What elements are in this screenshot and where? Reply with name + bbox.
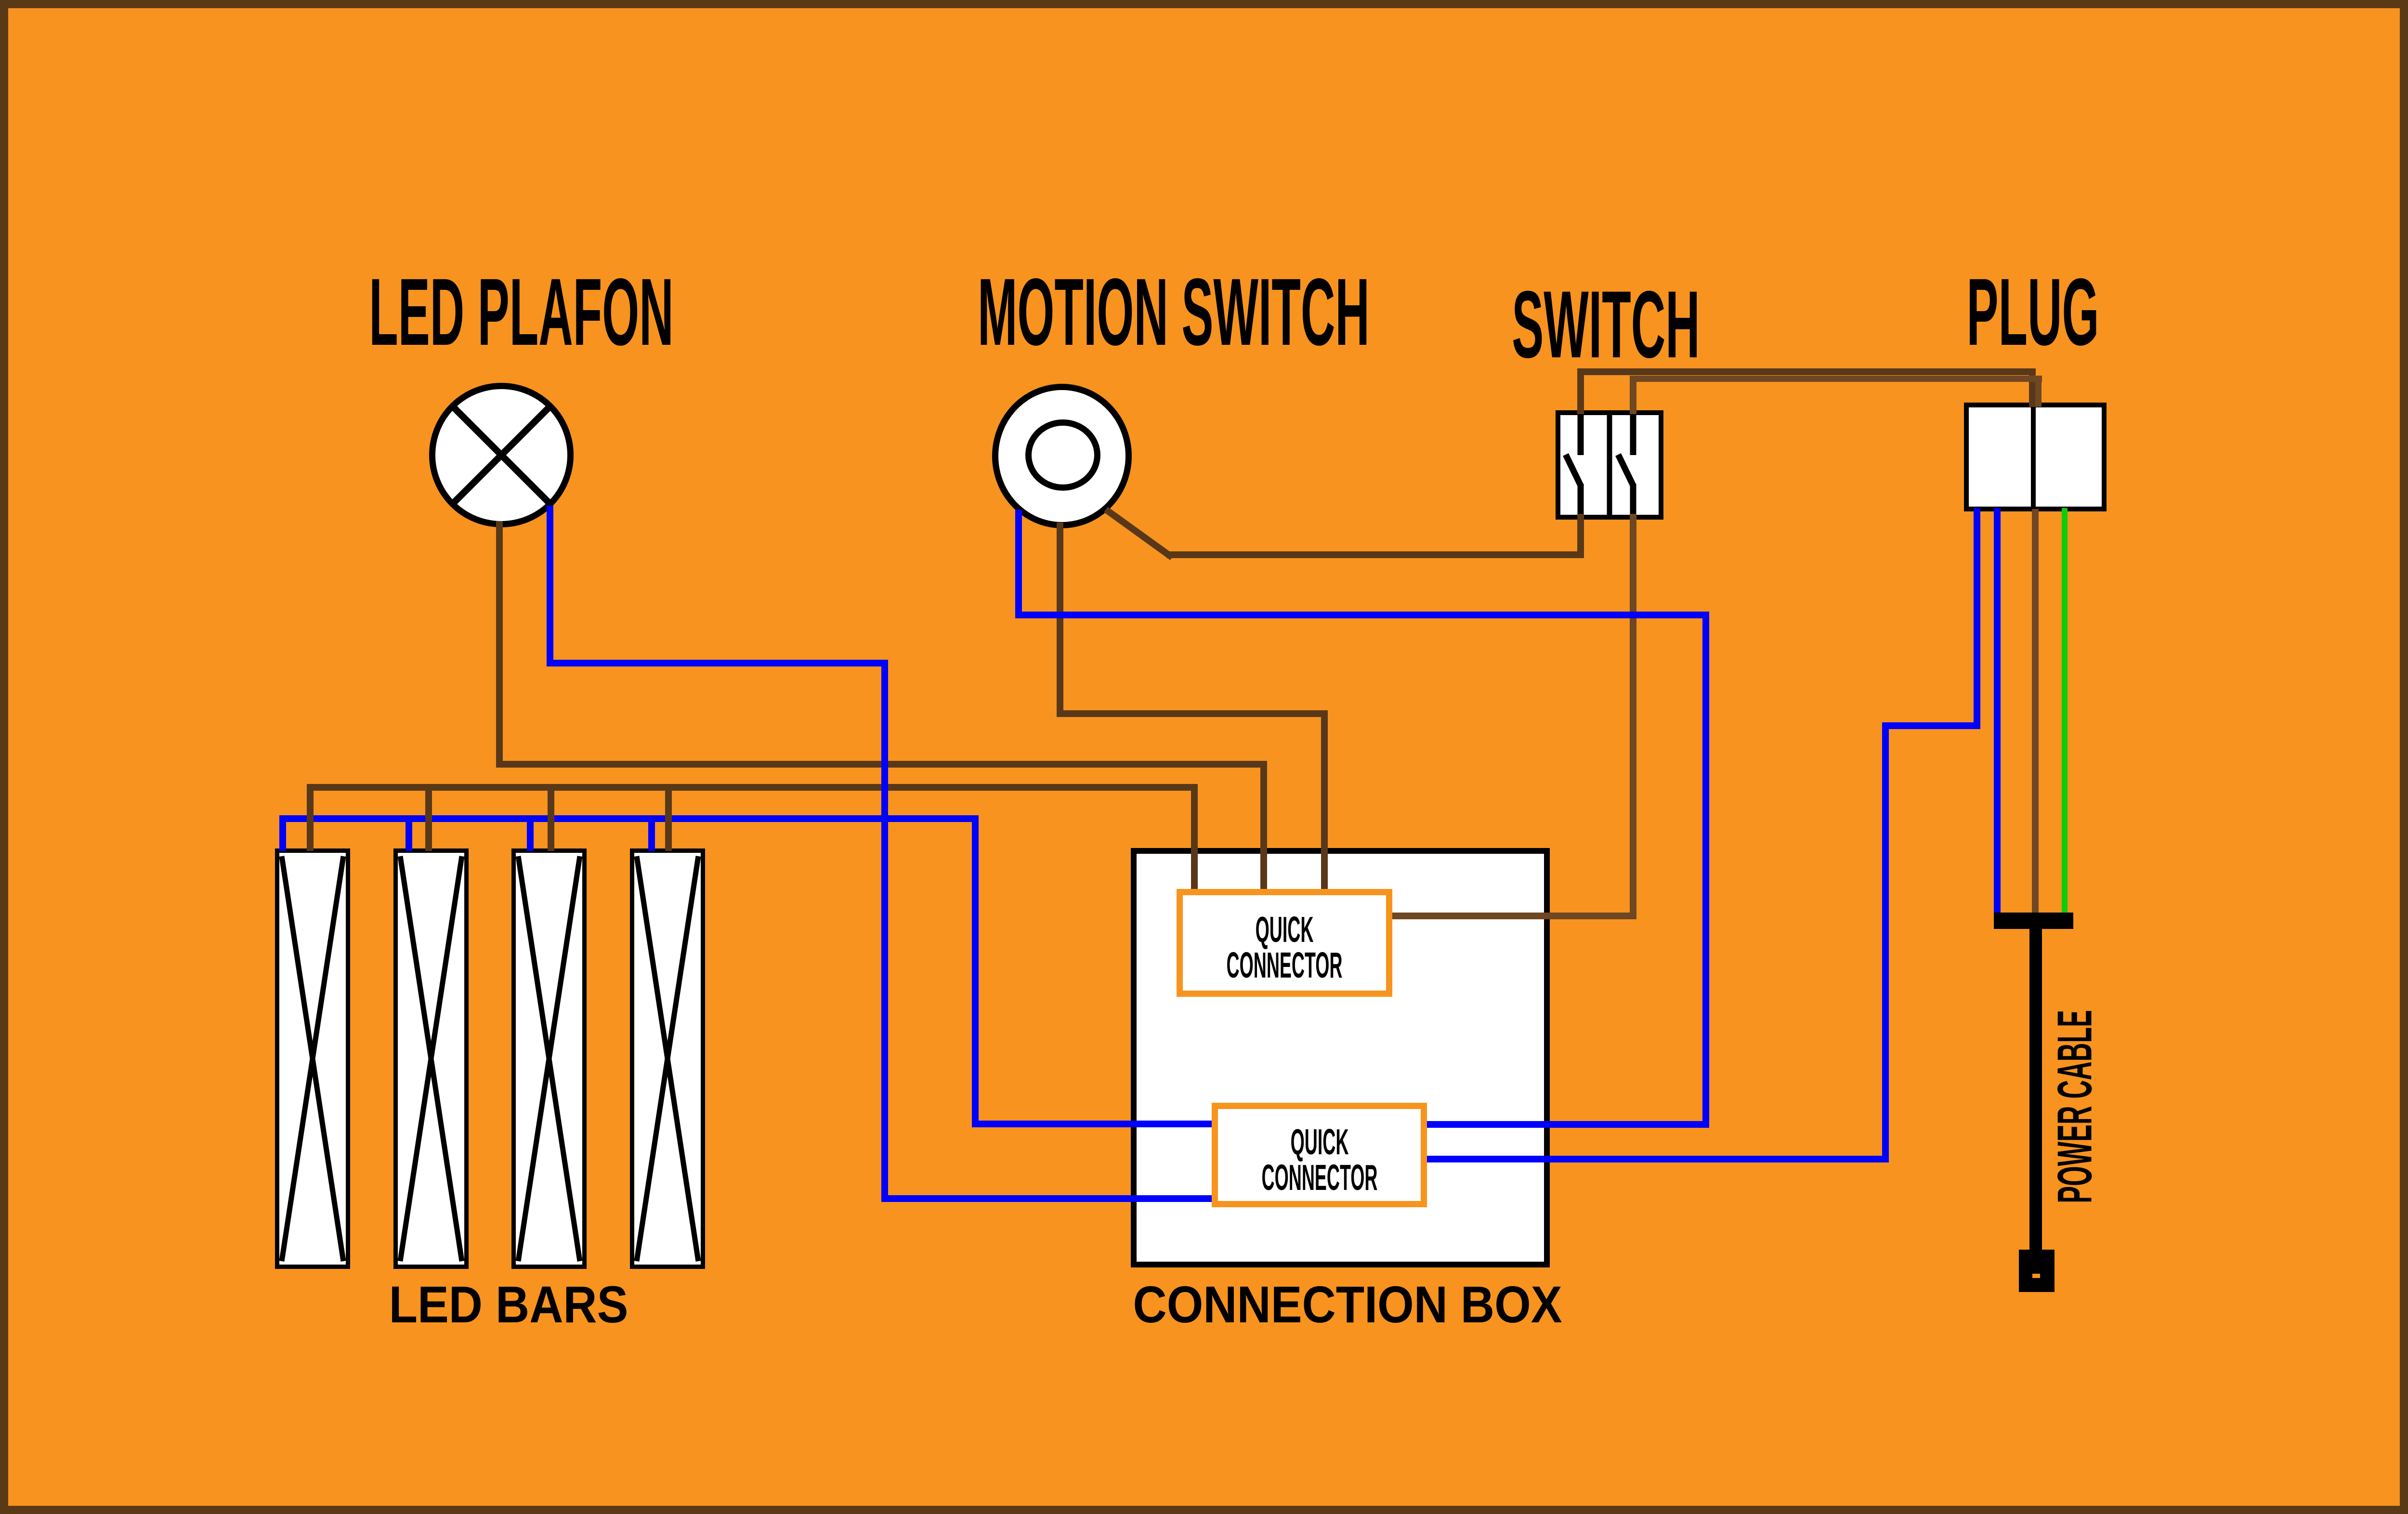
wire-switch-to-motion-across [1166,551,1584,558]
wire-bars-blue-into-qc2 [972,1121,1222,1127]
led-bar-3-x-icon [515,856,583,1262]
connection-box-label: CONNECTION BOX [1133,1275,1562,1333]
wire-plug-top-entry-dark [2029,368,2035,407]
wire-bar2-brown-stub [425,784,432,851]
wire-switch-top-left-stub [1577,368,1584,414]
wire-plafon-blue-across [547,660,888,666]
power-cable-label: POWER CABLE [2048,1010,2102,1203]
wire-bar1-brown-stub [307,784,314,851]
wire-plafon-blue-down [547,506,553,666]
wire-bar2-blue-stub [406,815,412,851]
wire-powercable-green [2062,508,2068,916]
wire-plug-to-switch-light [1630,376,2042,382]
wire-switch-to-qc1-across [1386,913,1636,919]
plug-divider [2031,403,2036,511]
wire-plug-top-entry-light [2035,376,2042,407]
wire-bar3-brown-stub [548,784,554,851]
wire-powercable-brown [2032,509,2039,916]
wire-bar3-blue-stub [527,815,534,851]
wire-plug-blue-into-qc2 [1424,1156,1889,1162]
wire-plafon-brown-down [496,521,503,768]
power-cable-clamp [1994,913,2073,929]
wire-plug-blue-down2 [1882,722,1889,1162]
led-bar-2-x-icon [397,856,465,1262]
wire-motion-brown-across [1057,710,1328,717]
wire-plafon-blue-down2 [881,660,888,1202]
wire-powercable-blue [1994,508,2001,916]
power-cable-end [2019,1250,2055,1292]
wire-motion-brown-down [1057,522,1063,717]
switch-title: SWITCH [1511,271,1700,378]
power-cable-end-notch [2032,1274,2040,1278]
led-bar-4-x-icon [634,856,701,1262]
wire-bars-brown-to-qc1 [1191,784,1198,895]
wire-bar4-brown-stub [665,784,672,851]
plug-title: PLUG [1966,259,2099,365]
wire-plug-blue-jog [1882,722,1980,729]
power-cable-sheath [2029,927,2042,1252]
motion-switch-inner-circle-icon [1025,419,1100,491]
wire-plug-to-switch-dark [1577,368,2036,375]
led-bars-label: LED BARS [389,1275,628,1333]
wire-switch-top-right-stub [1630,376,1636,414]
led-bar-4 [630,848,705,1269]
wire-bars-blue-down [972,815,979,1127]
wire-switch-to-motion-diagonal [1103,507,1174,561]
switch-gangs-icon [1563,410,1636,520]
wire-motion-brown-to-qc1 [1321,710,1328,895]
quick-connector-1: QUICK CONNECTOR [1177,889,1392,997]
wire-motion-blue-into-qc2 [1424,1121,1709,1128]
led-plafon-x-icon [449,403,554,508]
led-bar-1-x-icon [279,856,346,1262]
wire-plafon-brown-to-qc1 [1260,761,1267,895]
wire-bars-brown-bus [307,784,1198,791]
wire-bar4-blue-stub [648,815,655,851]
wire-bar1-blue-stub [279,815,286,851]
quick-connector-1-label: QUICK CONNECTOR [1226,909,1343,985]
wire-plafon-blue-into-qc2 [881,1195,1222,1202]
wire-plug-blue-down [1974,508,1980,729]
quick-connector-2: QUICK CONNECTOR [1212,1103,1427,1207]
motion-switch-title: MOTION SWITCH [977,259,1370,365]
led-bar-3 [511,848,587,1269]
wire-motion-blue-across [1015,612,1709,618]
led-plafon-title: LED PLAFON [369,259,674,365]
wire-bars-blue-bus [279,815,979,822]
wire-switch-bottom-left-stub [1577,514,1584,558]
quick-connector-2-label: QUICK CONNECTOR [1261,1121,1378,1198]
wire-motion-blue-down2 [1702,612,1709,1127]
wire-switch-to-qc1-down [1630,514,1636,919]
wire-motion-blue-down [1015,509,1022,618]
